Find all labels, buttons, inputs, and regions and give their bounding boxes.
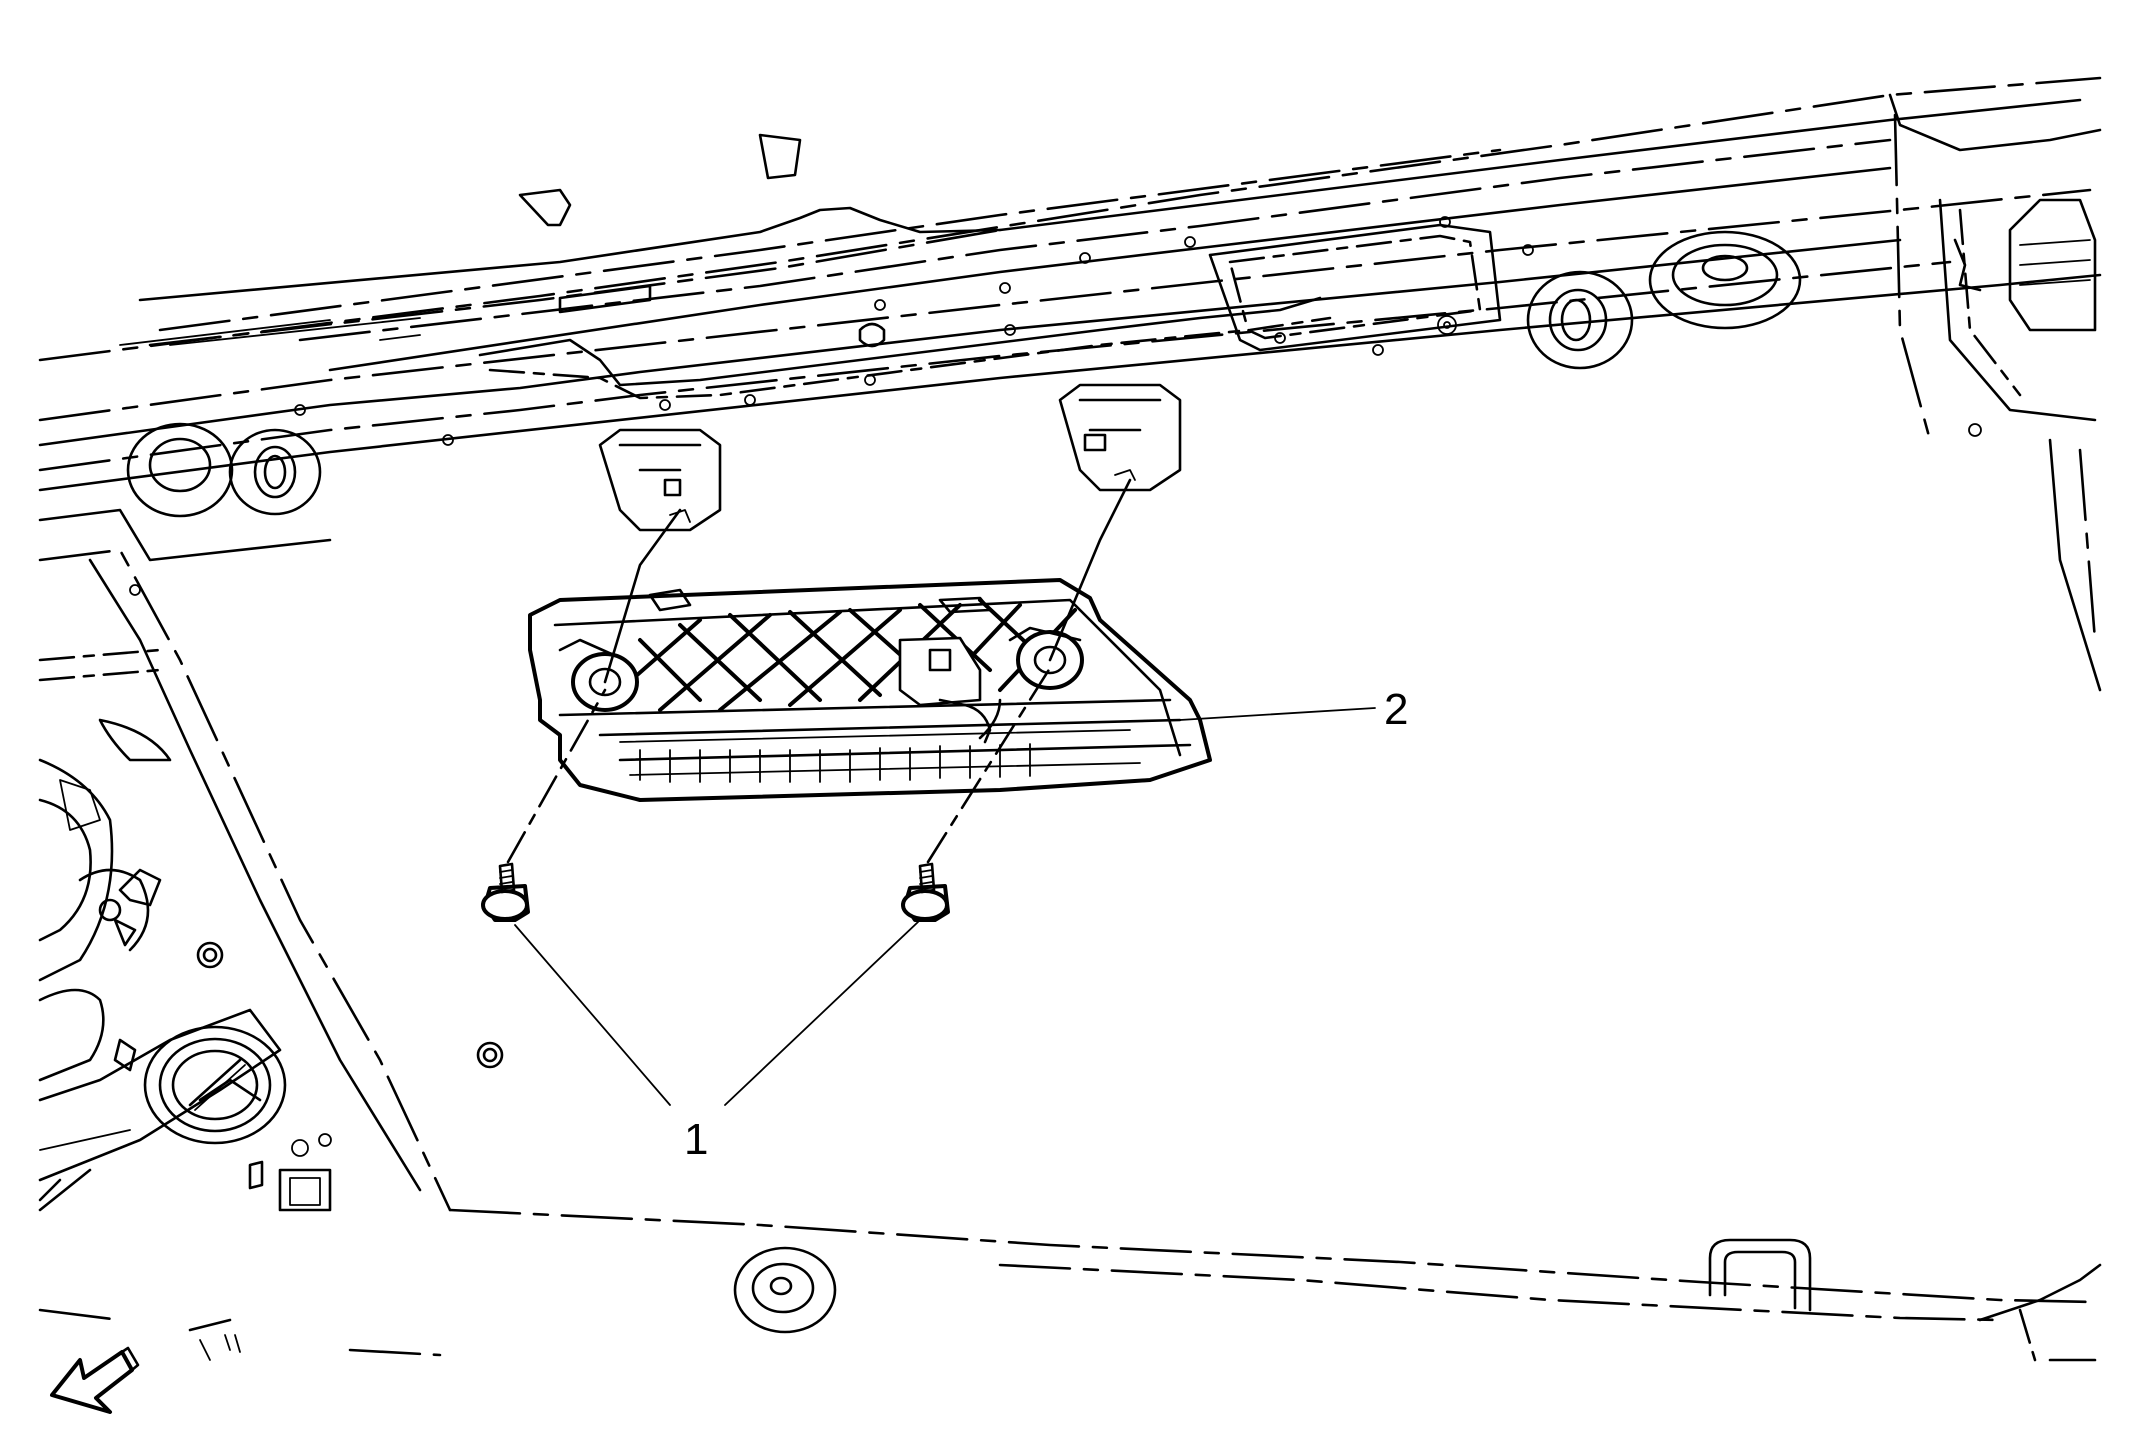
- forward-direction-arrow-icon: [50, 1346, 140, 1414]
- module-assembly: [528, 578, 1212, 802]
- callout-2-label: 2: [1384, 685, 1409, 734]
- leader-line-1-right: [724, 921, 919, 1106]
- fastener-left: [481, 862, 530, 922]
- leader-line-2: [1179, 707, 1376, 721]
- fastener-right: [901, 862, 950, 922]
- roof-panel-structure: [38, 76, 2102, 1362]
- alignment-centerlines: [506, 478, 1132, 864]
- leader-line-1-left: [514, 924, 671, 1106]
- leader-lines: [514, 707, 1376, 1106]
- module-lattice: [618, 598, 1077, 712]
- callout-1-label: 1: [684, 1115, 709, 1164]
